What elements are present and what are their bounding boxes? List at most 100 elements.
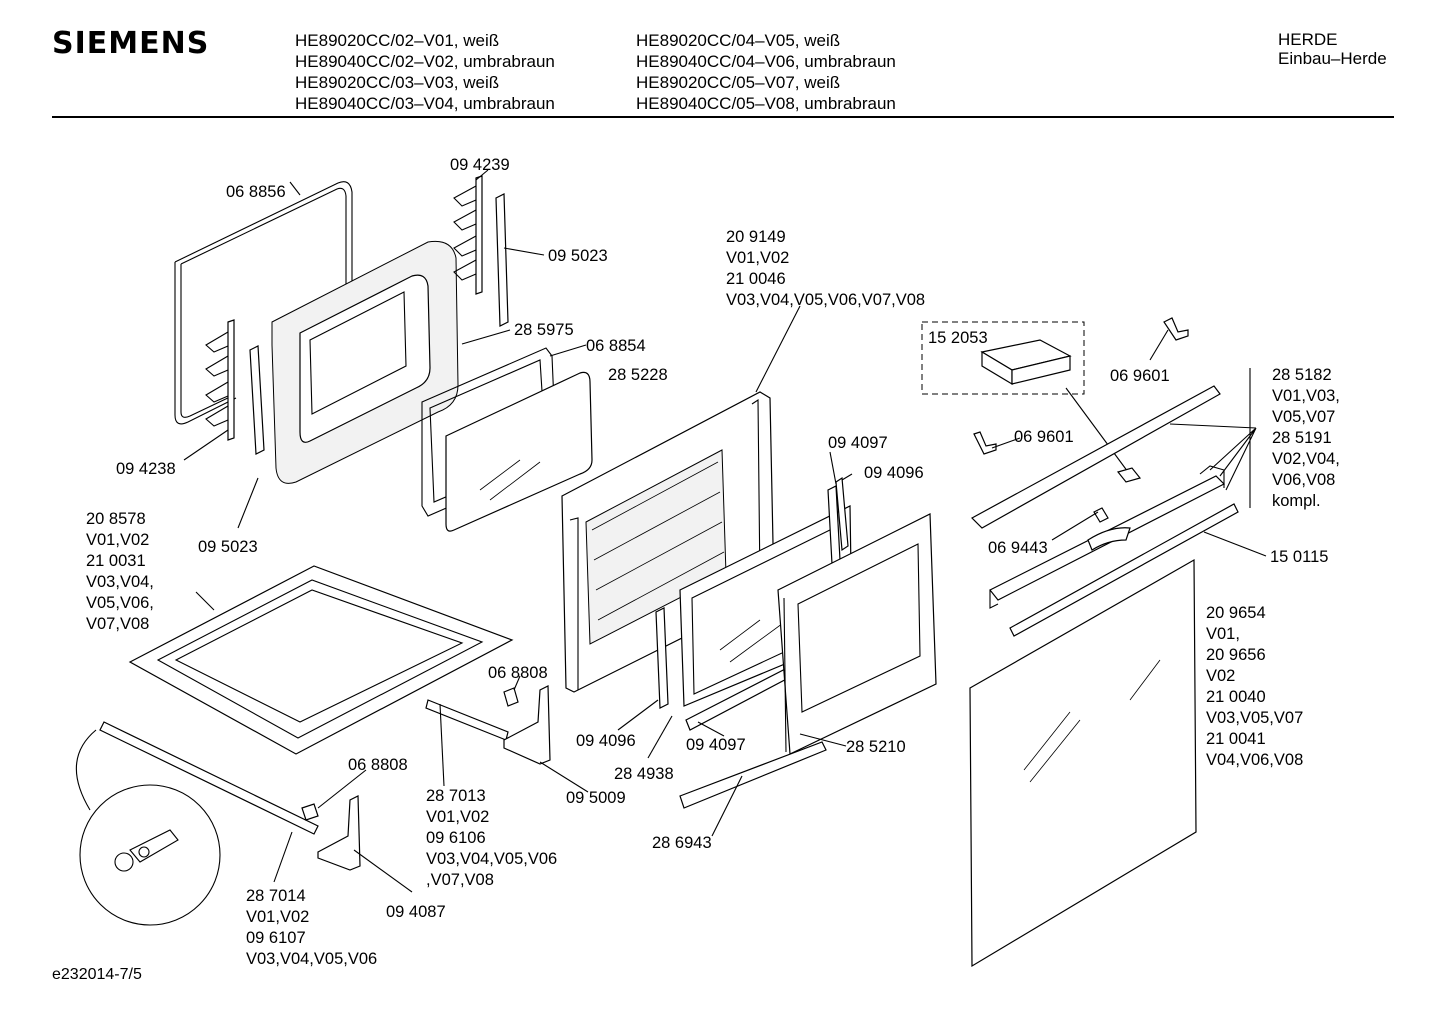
- part-label: 09 4097: [686, 736, 746, 754]
- seal-150115-part: [1009, 503, 1239, 637]
- part-label-line: V01,V02: [426, 808, 489, 826]
- model-list-right: HE89020CC/04–V05, weiß HE89040CC/04–V06,…: [636, 30, 896, 114]
- model-entry: HE89020CC/03–V03, weiß: [295, 73, 500, 92]
- part-label: 06 8808: [348, 756, 408, 774]
- model-entry: HE89040CC/05–V08, umbrabraun: [636, 94, 896, 113]
- part-label: 15 0115: [1270, 548, 1328, 566]
- part-label-line: V04,V06,V08: [1206, 751, 1303, 769]
- part-label-line: 21 0031: [86, 552, 146, 570]
- part-label-line: 06 9601: [1014, 428, 1074, 446]
- part-label-line: 09 5009: [566, 789, 626, 807]
- part-label-line: 09 4097: [686, 736, 746, 754]
- part-label-line: 28 7014: [246, 887, 306, 905]
- part-label-line: V06,V08: [1272, 471, 1335, 489]
- part-label-line: V03,V04,V05,V06: [246, 950, 377, 968]
- bracket-094096-bottom-part: [655, 607, 669, 709]
- insulation-pad-part: [980, 339, 1072, 386]
- part-label-line: V03,V04,: [86, 573, 154, 591]
- part-label-line: 28 5228: [608, 366, 668, 384]
- part-label-line: 28 5210: [846, 738, 906, 756]
- part-label: 28 5210: [846, 738, 906, 756]
- hinge-bracket-top-part: [453, 175, 483, 295]
- trim-bar-left-part: [249, 345, 265, 455]
- outer-frame-part: [777, 513, 937, 755]
- part-label: 09 5023: [548, 247, 608, 265]
- part-label-line: 28 7013: [426, 787, 486, 805]
- part-label-line: 20 9654: [1206, 604, 1266, 622]
- part-label: 09 4096: [576, 732, 636, 750]
- model-entry: HE89020CC/05–V07, weiß: [636, 73, 841, 92]
- part-label: 09 5009: [566, 789, 626, 807]
- clip-069601-mid-part: [973, 431, 997, 455]
- part-label-line: V01,V02: [86, 531, 149, 549]
- part-label-line: 28 5975: [514, 321, 574, 339]
- part-labels: 06 8856 09 4239 09 5023 28 5975 06 8854 …: [86, 156, 1340, 968]
- model-entry: HE89040CC/03–V04, umbrabraun: [295, 94, 555, 113]
- header-divider: [52, 116, 1394, 118]
- part-label: 28 4938: [614, 765, 674, 783]
- part-label: 09 5023: [198, 538, 258, 556]
- part-label-line: 28 5191: [1272, 429, 1332, 447]
- part-label-line: 20 8578: [86, 510, 146, 528]
- part-label-line: 06 8808: [488, 664, 548, 682]
- part-label-line: 21 0046: [726, 270, 786, 288]
- category-line: Einbau–Herde: [1278, 49, 1387, 68]
- part-label-line: 15 2053: [928, 329, 988, 347]
- baking-tray-part: [128, 565, 514, 755]
- part-label-line: 06 8854: [586, 337, 646, 355]
- part-label: 28 5228: [608, 366, 668, 384]
- part-label-line: ,V07,V08: [426, 871, 494, 889]
- part-label-line: V02,V04,: [1272, 450, 1340, 468]
- part-label-line: V01,V02: [726, 249, 789, 267]
- part-label-line: V03,V05,V07: [1206, 709, 1303, 727]
- part-label-line: kompl.: [1272, 492, 1321, 510]
- clip-068808-mid-part: [503, 687, 519, 707]
- category-line: HERDE: [1278, 30, 1338, 49]
- small-pad-part: [1116, 467, 1142, 483]
- bottom-rail-part: [679, 741, 827, 809]
- model-entry: HE89040CC/02–V02, umbrabraun: [295, 52, 555, 71]
- leader-line: [1065, 387, 1129, 473]
- part-label: 28 6943: [652, 834, 712, 852]
- part-label: 28 5975: [514, 321, 574, 339]
- inner-glass-part: [445, 371, 593, 532]
- part-label-line: V07,V08: [86, 615, 149, 633]
- part-label-line: 06 9443: [988, 539, 1048, 557]
- part-label-line: 15 0115: [1270, 548, 1328, 566]
- trim-bar-top-part: [495, 193, 509, 327]
- part-label-line: V03,V04,V05,V06,V07,V08: [726, 291, 925, 309]
- part-label: 06 8854: [586, 337, 646, 355]
- part-label-line: V05,V06,: [86, 594, 154, 612]
- part-label-line: 09 6106: [426, 829, 486, 847]
- part-label-line: 09 4096: [576, 732, 636, 750]
- door-frame-part: [271, 240, 459, 484]
- part-label: 06 9601: [1014, 428, 1074, 446]
- part-label-line: 09 4238: [116, 460, 176, 478]
- category-heading: HERDE Einbau–Herde: [1278, 30, 1387, 68]
- part-label-line: 28 4938: [614, 765, 674, 783]
- clip-069601-top-part: [1163, 317, 1189, 341]
- hinge-bracket-left-part: [205, 319, 235, 441]
- model-entry: HE89040CC/04–V06, umbrabraun: [636, 52, 896, 71]
- bracket-095009-part: [503, 685, 551, 765]
- part-label: 09 4239: [450, 156, 510, 174]
- part-label-line: 09 4239: [450, 156, 510, 174]
- part-label-line: V02: [1206, 667, 1235, 685]
- part-label-line: 06 9601: [1110, 367, 1170, 385]
- part-label-line: 28 6943: [652, 834, 712, 852]
- part-label: 06 9443: [988, 539, 1048, 557]
- part-label-line: 09 4087: [386, 903, 446, 921]
- clip-068808-left-part: [301, 803, 319, 821]
- part-label: 09 4238: [116, 460, 176, 478]
- brand-logo: SIEMENS: [52, 26, 210, 61]
- model-list-left: HE89020CC/02–V01, weiß HE89040CC/02–V02,…: [295, 30, 555, 114]
- outer-glass-part: [969, 558, 1197, 968]
- part-label: 06 9601: [1110, 367, 1170, 385]
- part-label: 06 8856: [226, 183, 286, 201]
- model-entry: HE89020CC/02–V01, weiß: [295, 31, 500, 50]
- part-label: 09 4087: [386, 903, 446, 921]
